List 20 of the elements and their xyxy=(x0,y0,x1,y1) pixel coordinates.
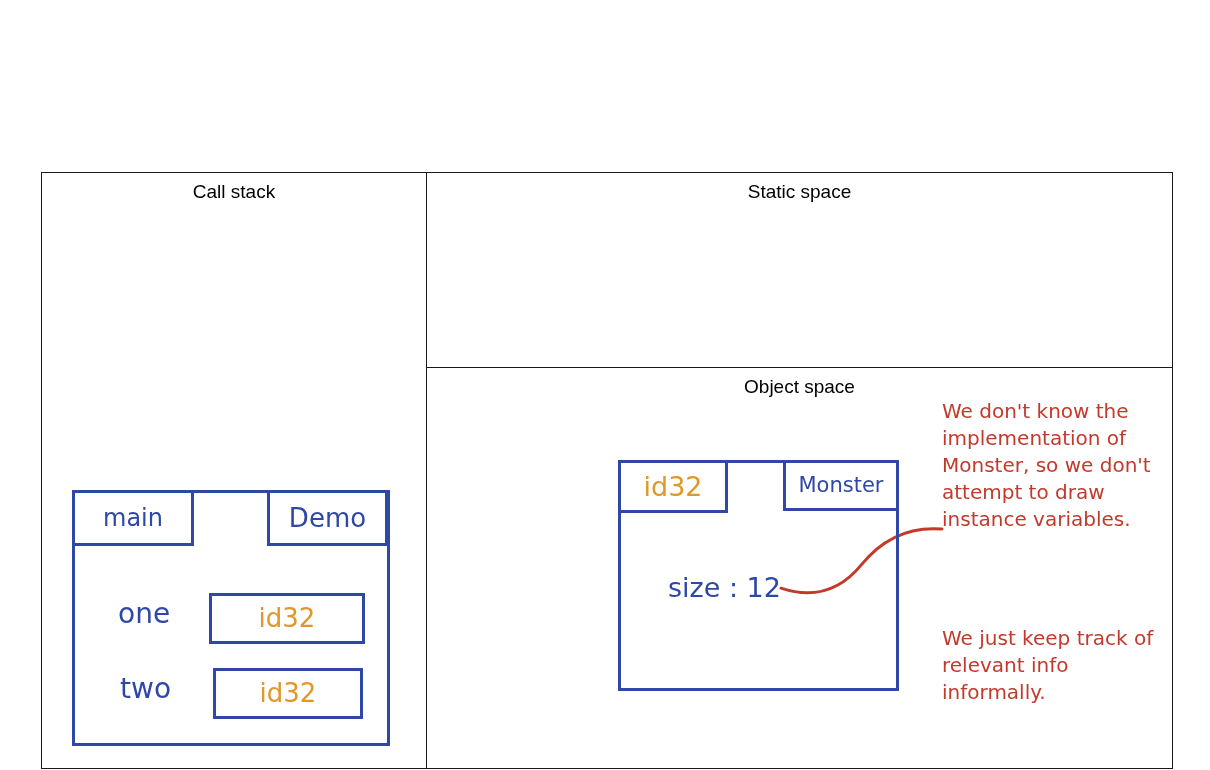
object-id-tab: id32 xyxy=(618,460,728,513)
panel-title: Static space xyxy=(747,181,852,203)
leader-line xyxy=(779,527,944,595)
memory-region-panel xyxy=(426,367,1173,769)
method-name-tab: main xyxy=(72,490,194,546)
memory-region-panel xyxy=(41,172,427,769)
panel-title: Object space xyxy=(744,376,855,398)
reference-box: id32 xyxy=(213,668,363,719)
annotation-note: We just keep track of relevant info informally. xyxy=(942,625,1155,706)
object-box xyxy=(618,460,899,691)
class-name-tab: Monster xyxy=(783,460,899,511)
variable-name: one xyxy=(118,597,171,631)
memory-region-panel xyxy=(426,172,1173,368)
class-name-tab: Demo xyxy=(267,490,388,546)
variable-name: two xyxy=(120,672,171,706)
reference-box: id32 xyxy=(209,593,365,644)
annotation-note: We don't know the implementation of Monster, so we don't attempt to draw instance variables. xyxy=(942,398,1164,533)
field-value-text: size : 12 xyxy=(668,572,781,605)
panel-title: Call stack xyxy=(192,181,276,203)
stack-frame xyxy=(72,490,390,746)
